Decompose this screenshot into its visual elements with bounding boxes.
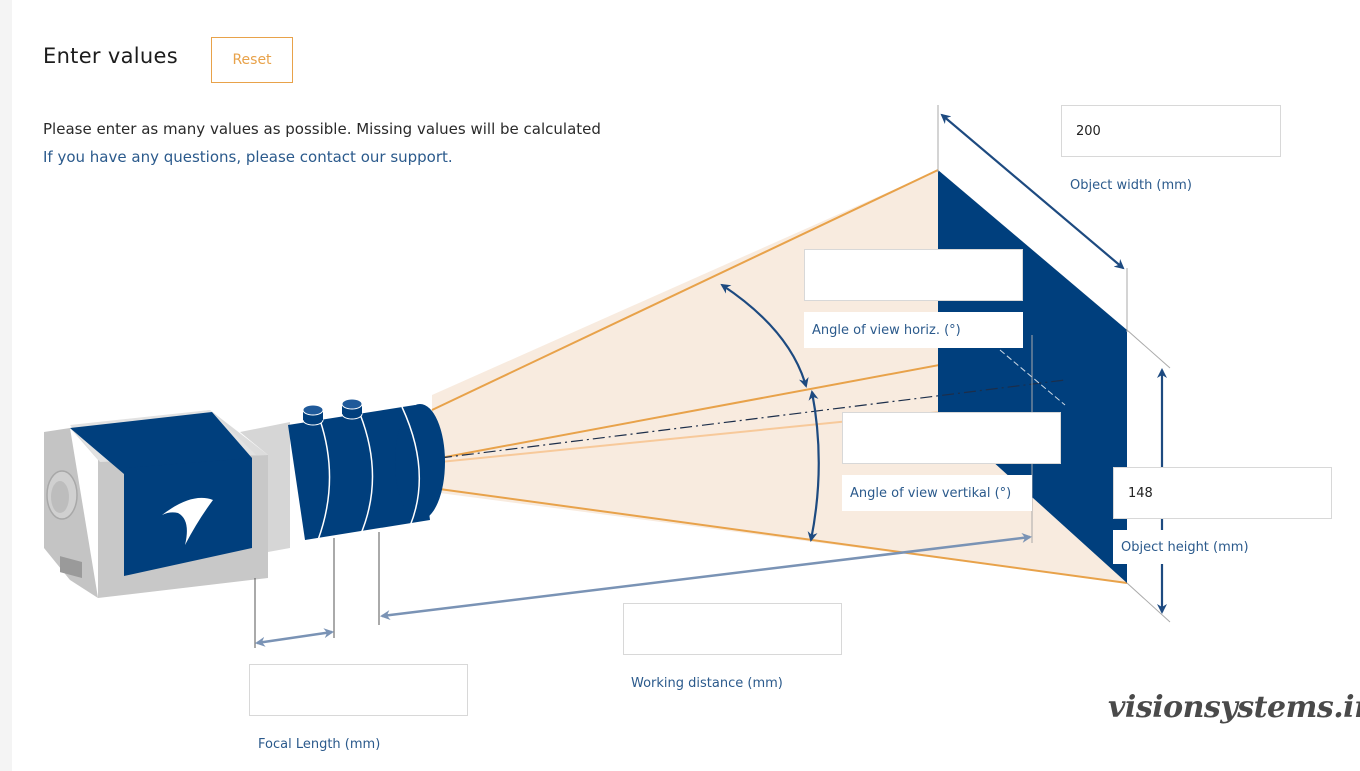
vertical-angle-arc (807, 390, 820, 542)
working-distance-label: Working distance (mm) (623, 670, 791, 696)
reset-button[interactable]: Reset (211, 37, 293, 83)
object-width-input[interactable] (1061, 105, 1281, 157)
object-width-label: Object width (mm) (1062, 172, 1200, 198)
watermark-logo: visionsystems.ir (1108, 690, 1360, 725)
focal-length-label: Focal Length (mm) (250, 731, 389, 757)
object-height-label: Object height (mm) (1113, 530, 1257, 564)
horizontal-angle-arc (720, 283, 809, 388)
angle-horizontal-label: Angle of view horiz. (°) (804, 312, 1023, 348)
angle-horizontal-input[interactable] (804, 249, 1023, 301)
support-link[interactable]: If you have any questions, please contac… (43, 148, 453, 166)
object-width-arrow (940, 113, 1125, 270)
intro-text: Please enter as many values as possible.… (43, 120, 601, 138)
lens (288, 405, 430, 540)
focal-length-input[interactable] (249, 664, 468, 716)
angle-vertical-input[interactable] (842, 412, 1061, 464)
angle-vertical-label: Angle of view vertikal (°) (842, 475, 1032, 511)
working-distance-arrow (380, 533, 1032, 620)
page-title: Enter values (43, 44, 178, 68)
working-distance-input[interactable] (623, 603, 842, 655)
object-height-input[interactable] (1113, 467, 1332, 519)
focal-length-arrow (255, 628, 334, 647)
